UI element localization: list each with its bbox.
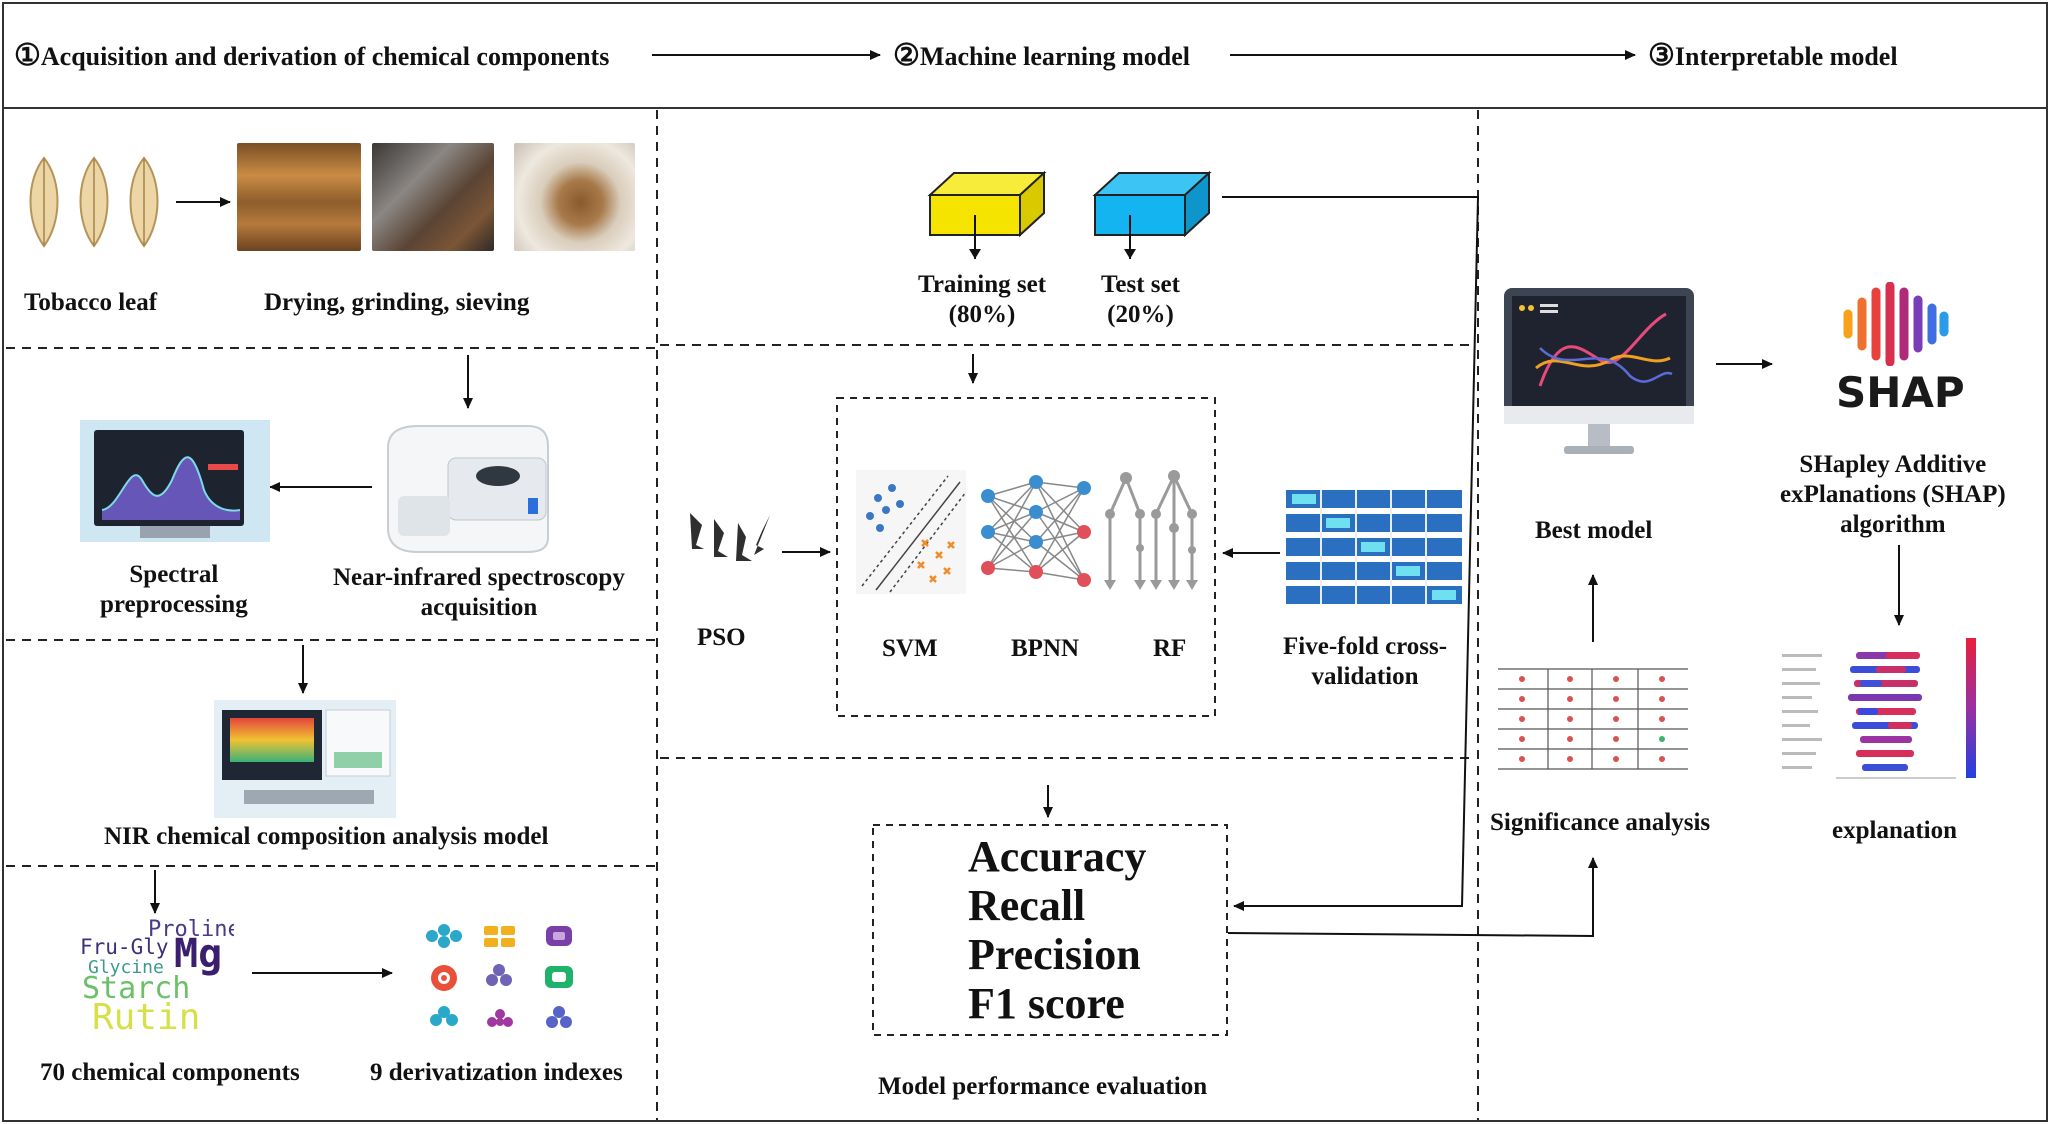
bpnn-label: BPNN	[1011, 635, 1080, 662]
nir-model-label: NIR chemical composition analysis model	[104, 823, 549, 850]
training-set-label: Training set (80%)	[918, 271, 1047, 328]
wordcloud-word: Mg	[174, 931, 223, 977]
shap-description: SHapley Additive exPlanations (SHAP) alg…	[1780, 451, 2006, 538]
step2-label: Machine learning model	[919, 42, 1190, 71]
nir-workstation-icon	[214, 700, 396, 818]
bpnn-icon	[981, 475, 1091, 587]
nir-spectrometer-icon	[387, 425, 549, 553]
step3-label: Interpretable model	[1674, 42, 1898, 71]
dataset-split-icons	[927, 170, 1212, 259]
test-set-cube	[1092, 170, 1212, 259]
step2-title: ②Machine learning model	[893, 38, 1190, 73]
metric-precision: Precision	[968, 930, 1141, 979]
metric-accuracy: Accuracy	[968, 832, 1147, 881]
sieving-photo	[514, 143, 635, 251]
step2-number: ②	[893, 39, 920, 72]
shap-logo-text: SHAP	[1836, 368, 1965, 417]
step1-label: Acquisition and derivation of chemical c…	[40, 42, 610, 71]
pso-birds-icon	[690, 513, 770, 561]
rf-label: RF	[1153, 635, 1187, 662]
shap-summary-plot-icon	[1782, 638, 1976, 779]
grinding-photo	[372, 143, 494, 251]
components-label: 70 chemical components	[40, 1059, 300, 1086]
wordcloud-word: Glycine	[88, 957, 164, 978]
nir-acquisition-label: Near-infrared spectroscopy acquisition	[333, 564, 625, 621]
wordcloud-word: Starch	[82, 971, 191, 1006]
significance-table-icon	[1498, 668, 1688, 770]
tobacco-leaf-label: Tobacco leaf	[24, 289, 158, 316]
step1-title: ①Acquisition and derivation of chemical …	[14, 38, 609, 73]
test-set-label: Test set (20%)	[1101, 271, 1180, 328]
training-set-cube	[927, 170, 1047, 259]
drying-photo	[237, 143, 361, 251]
metric-recall: Recall	[968, 881, 1086, 930]
rf-icon	[1104, 470, 1198, 590]
svm-icon	[856, 470, 966, 594]
drying-label: Drying, grinding, sieving	[264, 289, 530, 316]
wordcloud-word: Rutin	[92, 997, 201, 1035]
step3-number: ③	[1648, 39, 1675, 72]
metric-f1: F1 score	[968, 979, 1125, 1028]
eval-label: Model performance evaluation	[878, 1073, 1208, 1100]
svm-label: SVM	[882, 635, 938, 662]
five-fold-cv-icon	[1286, 490, 1462, 604]
best-model-label: Best model	[1535, 517, 1653, 544]
best-model-monitor-icon	[1504, 288, 1694, 454]
explanation-label: explanation	[1832, 817, 1958, 844]
step3-title: ③Interpretable model	[1648, 38, 1898, 73]
shap-logo-icon	[1843, 282, 1949, 366]
tobacco-leaf-icon	[29, 156, 159, 248]
metrics-list: Accuracy Recall Precision F1 score	[968, 832, 1146, 1028]
model-group-box	[836, 397, 1216, 717]
components-wordcloud: Proline Fru-Gly Mg Glycine Starch Rutin	[78, 917, 234, 1035]
significance-label: Significance analysis	[1490, 809, 1711, 836]
pso-label: PSO	[697, 624, 746, 651]
metrics-box	[872, 824, 1228, 1036]
indexes-label: 9 derivatization indexes	[370, 1059, 623, 1086]
step1-number: ①	[14, 39, 41, 72]
cv-label: Five-fold cross- validation	[1283, 633, 1448, 690]
wordcloud-word: Proline	[148, 917, 234, 942]
derivatization-icons	[426, 924, 573, 1028]
spectral-pre-label: Spectral preprocessing	[100, 561, 248, 618]
wordcloud-word: Fru-Gly	[80, 935, 169, 959]
spectral-monitor-icon	[80, 420, 270, 542]
